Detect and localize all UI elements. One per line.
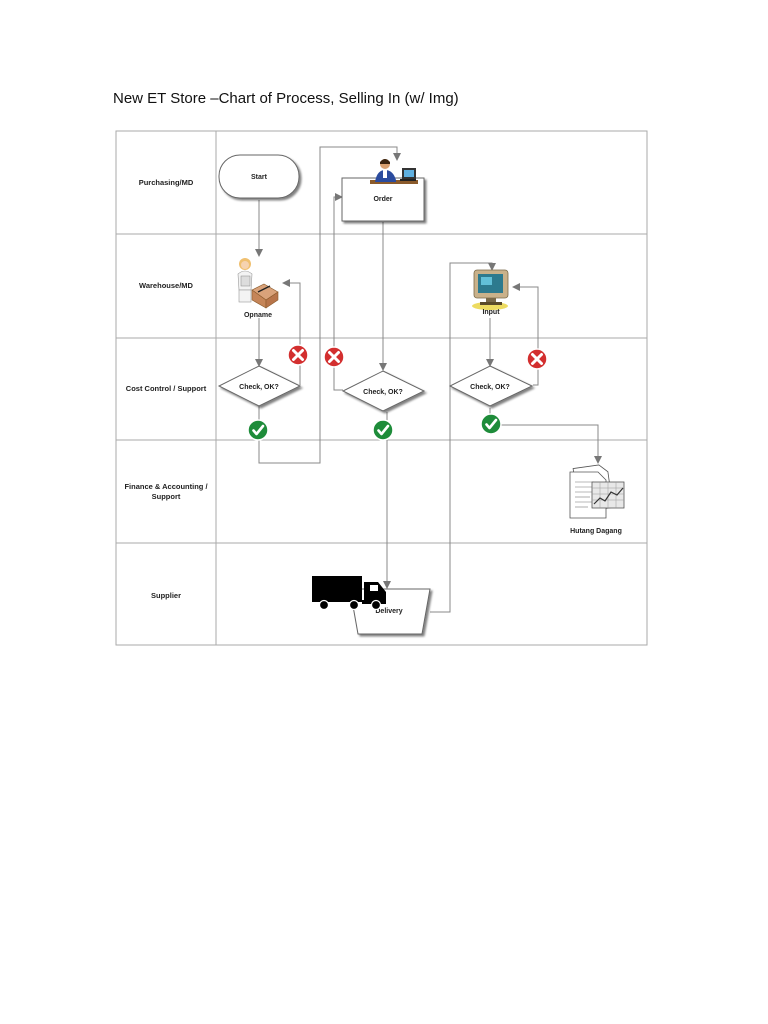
connector-check1-ok-to-order [258,146,401,464]
lane-label-cost-control: Cost Control / Support [126,384,207,393]
lane-label-finance-line2: Support [152,492,181,501]
start-node: Start [218,154,300,199]
order-label: Order [373,196,392,203]
approve-check-icon [246,418,270,442]
lane-label-warehouse: Warehouse/MD [139,281,193,290]
person-at-computer-icon [370,159,418,184]
check2-label: Check, OK? [363,389,403,396]
connector-check3-ok-to-hutang [489,408,602,464]
woman-with-boxes-icon [237,258,279,309]
lane-label-purchasing: Purchasing/MD [139,178,194,187]
check3-decision: Check, OK? [448,365,534,407]
order-node: Order [341,177,425,222]
check1-decision: Check, OK? [217,365,302,407]
opname-label: Opname [244,312,272,319]
connector-delivery-to-input [430,262,496,613]
check1-label: Check, OK? [239,384,279,391]
check3-label: Check, OK? [470,384,510,391]
spreadsheet-document-icon [569,464,625,519]
delivery-label: Delivery [375,608,402,615]
reject-x-icon [286,343,310,367]
reject-x-icon [322,345,346,369]
input-label: Input [482,309,500,316]
hutang-dagang-label: Hutang Dagang [570,528,622,535]
lane-label-finance-line1: Finance & Accounting / [124,482,208,491]
approve-check-icon [479,412,503,436]
reject-x-icon [525,347,549,371]
connector-check3-reject [512,283,539,386]
lane-label-supplier: Supplier [151,591,181,600]
check2-decision: Check, OK? [341,370,426,412]
approve-check-icon [371,418,395,442]
page-title: New ET Store –Chart of Process, Selling … [113,90,459,107]
connector-check2-reject [333,193,343,391]
connector-check1-reject [282,279,301,385]
connectors [255,146,602,613]
start-label: Start [251,174,268,181]
delivery-truck-icon [312,576,386,611]
computer-monitor-icon [472,269,509,310]
